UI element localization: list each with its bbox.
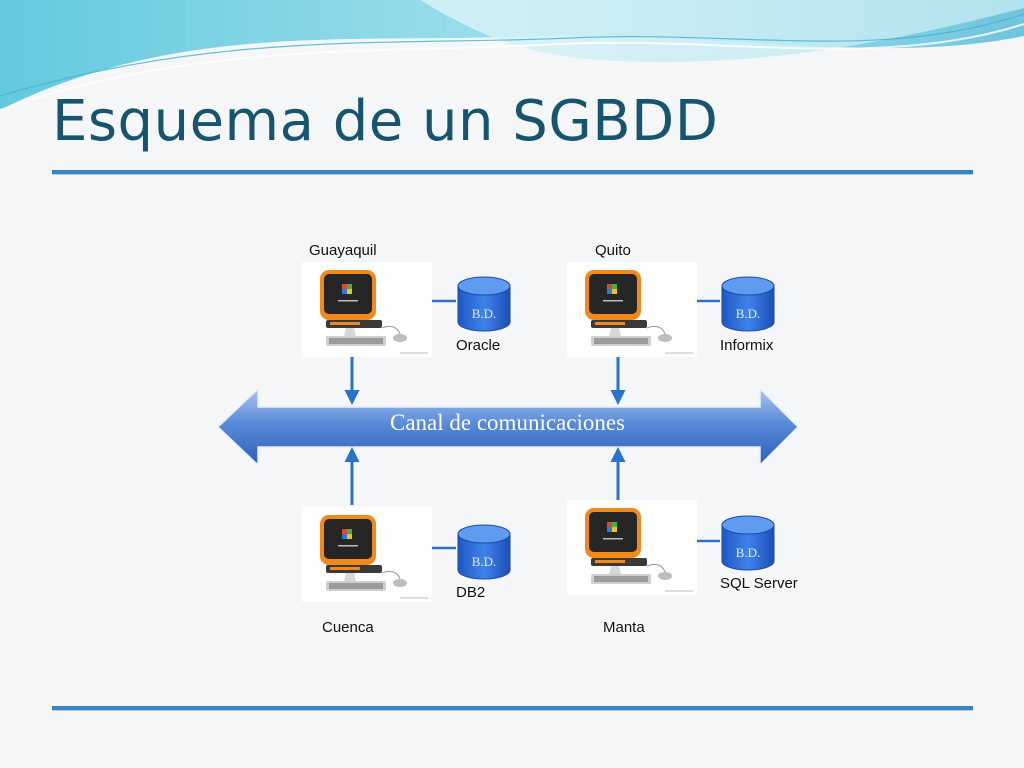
city-label-quito: Quito	[595, 242, 631, 259]
city-label-guayaquil: Guayaquil	[309, 242, 377, 259]
database-name-informix: Informix	[720, 337, 774, 354]
channel-label: Canal de comunicaciones	[389, 410, 626, 435]
database-icon-sql-server: B.D.	[720, 515, 776, 573]
database-icon-informix: B.D.	[720, 276, 776, 334]
computer-icon-guayaquil	[302, 262, 432, 357]
database-icon-oracle: B.D.	[456, 276, 512, 334]
database-icon-db2: B.D.	[456, 524, 512, 582]
database-label: B.D.	[735, 545, 761, 560]
database-name-oracle: Oracle	[456, 337, 501, 354]
database-label: B.D.	[471, 554, 497, 569]
computer-icon-manta	[567, 500, 697, 595]
database-label: B.D.	[735, 306, 761, 321]
database-label: B.D.	[471, 306, 497, 321]
computer-icon-quito	[567, 262, 697, 357]
city-label-manta: Manta	[603, 619, 645, 636]
header-wave-decoration	[0, 0, 1024, 111]
database-name-db2: DB2	[456, 584, 486, 601]
communication-channel-arrow	[216, 387, 800, 467]
slide-title: Esquema de un SGBDD	[52, 89, 719, 154]
title-divider	[52, 170, 973, 175]
computer-icon-cuenca	[302, 507, 432, 602]
footer-divider	[52, 706, 973, 711]
database-name-sql-server: SQL Server	[720, 575, 798, 592]
city-label-cuenca: Cuenca	[322, 619, 374, 636]
